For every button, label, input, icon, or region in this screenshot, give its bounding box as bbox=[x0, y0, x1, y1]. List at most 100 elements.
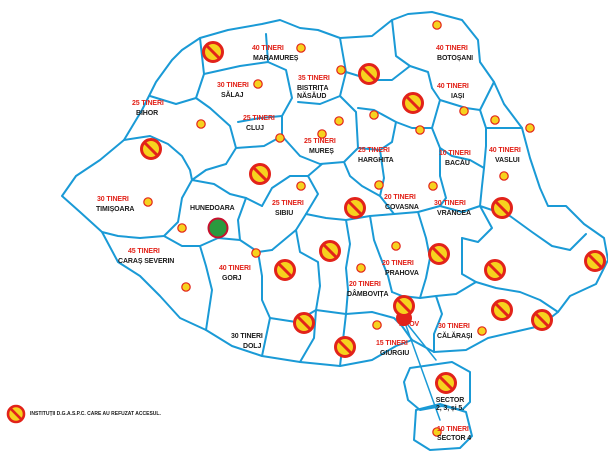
count-dolj: 30 TINERI bbox=[231, 333, 263, 340]
county-prahova: PRAHOVA bbox=[385, 270, 419, 277]
refused-access-marker bbox=[584, 250, 606, 272]
count-bihor: 25 TINERI bbox=[132, 100, 164, 107]
count-harghita: 25 TINERI bbox=[358, 147, 390, 154]
county-cluj: CLUJ bbox=[246, 125, 264, 132]
institution-dot bbox=[296, 43, 306, 53]
county-mures: MUREȘ bbox=[309, 148, 334, 155]
no-access-icon bbox=[6, 404, 26, 424]
county-sector-4: SECTOR 4 bbox=[437, 435, 472, 442]
refused-access-marker bbox=[140, 138, 162, 160]
refused-access-marker bbox=[393, 295, 415, 317]
refused-access-marker bbox=[491, 197, 513, 219]
institution-dot bbox=[415, 125, 425, 135]
count-giurgiu: 15 TINERI bbox=[376, 340, 408, 347]
count-gorj: 40 TINERI bbox=[219, 265, 251, 272]
institution-dot bbox=[525, 123, 535, 133]
count-botosani: 40 TINERI bbox=[436, 45, 468, 52]
institution-dot bbox=[181, 282, 191, 292]
refused-access-marker bbox=[293, 312, 315, 334]
count-bacau: 10 TINERI bbox=[439, 150, 471, 157]
count-vaslui: 40 TINERI bbox=[489, 147, 521, 154]
map-markers bbox=[140, 20, 606, 437]
count-salaj: 30 TINERI bbox=[217, 82, 249, 89]
refused-access-marker bbox=[319, 240, 341, 262]
county-gorj: GORJ bbox=[222, 275, 242, 282]
county-borders bbox=[61, 11, 608, 451]
count-sector-4: 10 TINERI bbox=[437, 426, 469, 433]
count-caras-severin: 45 TINERI bbox=[128, 248, 160, 255]
county-bistrita-nasaud: BISTRIȚA NĂSĂUD bbox=[297, 85, 329, 100]
count-vrancea: 30 TINERI bbox=[434, 200, 466, 207]
county-sibiu: SIBIU bbox=[275, 210, 294, 217]
institution-dot bbox=[177, 223, 187, 233]
institution-dot bbox=[275, 133, 285, 143]
legend: INSTITUȚII D.G.A.S.P.C. CARE AU REFUZAT … bbox=[6, 404, 161, 424]
county-ilfov: ILFOV bbox=[399, 321, 420, 328]
institution-dot bbox=[459, 106, 469, 116]
institution-dot bbox=[251, 248, 261, 258]
count-dambovita: 20 TINERI bbox=[349, 281, 381, 288]
county-botosani: BOTOȘANI bbox=[437, 55, 474, 62]
county-sector-2-3-5: SECTOR 2, 3, și 5. bbox=[435, 397, 465, 412]
county-iasi: IAȘI bbox=[451, 93, 465, 100]
count-mures: 25 TINERI bbox=[304, 138, 336, 145]
institution-dot bbox=[296, 181, 306, 191]
county-vaslui: VASLUI bbox=[495, 157, 520, 164]
county-covasna: COVASNA bbox=[385, 204, 419, 211]
institution-dot bbox=[428, 181, 438, 191]
county-hunedoara: HUNEDOARA bbox=[190, 205, 235, 212]
institution-dot bbox=[432, 20, 442, 30]
count-sibiu: 25 TINERI bbox=[272, 200, 304, 207]
refused-access-marker bbox=[202, 41, 224, 63]
refused-access-marker bbox=[484, 259, 506, 281]
institution-dot bbox=[490, 115, 500, 125]
count-maramures: 40 TINERI bbox=[252, 45, 284, 52]
institution-dot bbox=[374, 180, 384, 190]
institution-dot bbox=[499, 171, 509, 181]
count-cluj: 25 TINERI bbox=[243, 115, 275, 122]
refused-access-marker bbox=[249, 163, 271, 185]
institution-dot bbox=[477, 326, 487, 336]
institution-dot bbox=[336, 65, 346, 75]
refused-access-marker bbox=[358, 63, 380, 85]
institution-dot bbox=[432, 427, 442, 437]
refused-access-marker bbox=[428, 243, 450, 265]
county-timisoara: TIMIȘOARA bbox=[96, 206, 135, 213]
count-iasi: 40 TINERI bbox=[437, 83, 469, 90]
county-giurgiu: GIURGIU bbox=[380, 350, 410, 357]
county-calarasi: CĂLĂRAȘI bbox=[437, 333, 473, 340]
refused-access-marker bbox=[334, 336, 356, 358]
refused-access-marker bbox=[435, 372, 457, 394]
refused-access-marker bbox=[274, 259, 296, 281]
legend-label: INSTITUȚII D.G.A.S.P.C. CARE AU REFUZAT … bbox=[30, 411, 161, 417]
institution-dot bbox=[196, 119, 206, 129]
sector-4-outline bbox=[413, 403, 473, 451]
institution-dot bbox=[317, 129, 327, 139]
institution-dot bbox=[143, 197, 153, 207]
institution-dot bbox=[391, 241, 401, 251]
count-bistrita-nasaud: 35 TINERI bbox=[298, 75, 330, 82]
county-harghita: HARGHITA bbox=[358, 157, 394, 164]
refused-access-marker bbox=[402, 92, 424, 114]
refused-access-marker bbox=[531, 309, 553, 331]
institution-dot bbox=[253, 79, 263, 89]
county-caras-severin: CARAȘ SEVERIN bbox=[118, 258, 175, 265]
institution-dot bbox=[369, 110, 379, 120]
county-dambovita: DÂMBOVIȚA bbox=[347, 291, 389, 298]
count-timisoara: 30 TINERI bbox=[97, 196, 129, 203]
institution-dot bbox=[334, 116, 344, 126]
county-bihor: BIHOR bbox=[136, 110, 159, 117]
refused-access-marker bbox=[344, 197, 366, 219]
count-covasna: 20 TINERI bbox=[384, 194, 416, 201]
county-salaj: SĂLAJ bbox=[221, 92, 244, 99]
county-maramures: MARAMUREȘ bbox=[253, 55, 299, 62]
refused-access-marker bbox=[491, 299, 513, 321]
institution-dot bbox=[356, 263, 366, 273]
institution-dot bbox=[372, 320, 382, 330]
county-vrancea: VRANCEA bbox=[437, 210, 471, 217]
county-bacau: BACĂU bbox=[445, 160, 470, 167]
count-calarasi: 30 TINERI bbox=[438, 323, 470, 330]
county-dolj: DOLJ bbox=[243, 343, 262, 350]
count-prahova: 20 TINERI bbox=[382, 260, 414, 267]
